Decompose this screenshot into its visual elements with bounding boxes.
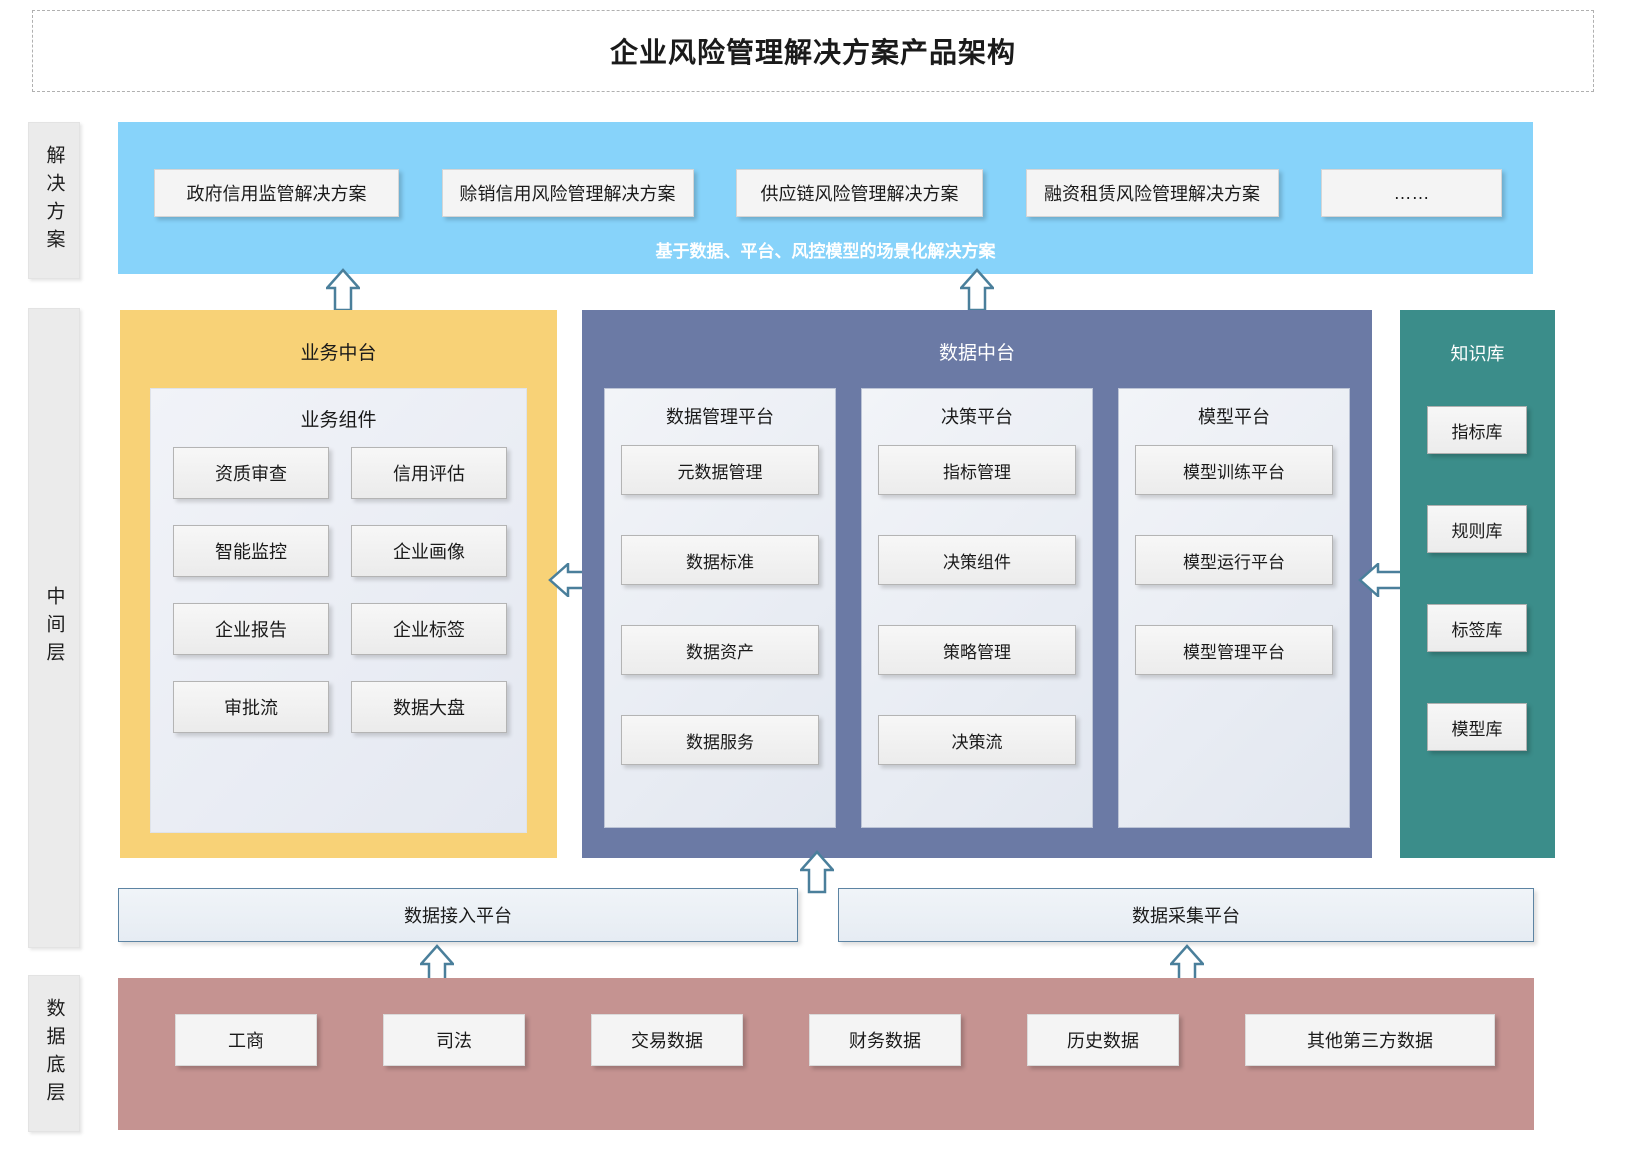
business-component[interactable]: 企业画像 — [351, 525, 507, 577]
data-source-card[interactable]: 交易数据 — [591, 1014, 743, 1066]
page-title: 企业风险管理解决方案产品架构 — [609, 37, 1016, 68]
data-center-panel: 数据中台 数据管理平台 元数据管理 数据标准 数据资产 数据服务 决策平台 指标… — [582, 310, 1372, 858]
arrow-up-platforms-to-data-center — [800, 850, 834, 894]
layer-label-solution-text: 解决方案 — [43, 144, 65, 257]
data-center-title: 数据中台 — [938, 343, 1015, 364]
platform-item[interactable]: 指标管理 — [878, 445, 1076, 495]
platform-item[interactable]: 决策组件 — [878, 535, 1076, 585]
data-source-card[interactable]: 其他第三方数据 — [1245, 1014, 1495, 1066]
business-component[interactable]: 数据大盘 — [351, 681, 507, 733]
knowledge-base-item[interactable]: 规则库 — [1427, 505, 1527, 553]
data-source-card[interactable]: 历史数据 — [1027, 1014, 1179, 1066]
data-access-platform-bar[interactable]: 数据接入平台 — [118, 888, 798, 942]
layer-label-middle: 中间层 — [28, 308, 80, 948]
business-component[interactable]: 资质审查 — [173, 447, 329, 499]
layer-label-solution: 解决方案 — [28, 122, 80, 279]
platform-item[interactable]: 策略管理 — [878, 625, 1076, 675]
solution-card[interactable]: 政府信用监管解决方案 — [154, 169, 399, 217]
business-components-grid: 资质审查 信用评估 智能监控 企业画像 企业报告 企业标签 审批流 数据大盘 — [173, 447, 507, 733]
knowledge-base-item[interactable]: 标签库 — [1427, 604, 1527, 652]
business-component[interactable]: 智能监控 — [173, 525, 329, 577]
solution-card-more[interactable]: …… — [1321, 169, 1502, 217]
platform-item[interactable]: 元数据管理 — [621, 445, 819, 495]
data-source-card[interactable]: 工商 — [175, 1014, 317, 1066]
data-management-platform-title: 数据管理平台 — [666, 407, 774, 427]
platform-item[interactable]: 决策流 — [878, 715, 1076, 765]
platform-item[interactable]: 模型训练平台 — [1135, 445, 1333, 495]
knowledge-base-title: 知识库 — [1450, 344, 1505, 364]
layer-label-bottom-text: 数据底层 — [43, 997, 65, 1110]
platform-item[interactable]: 模型管理平台 — [1135, 625, 1333, 675]
business-component[interactable]: 审批流 — [173, 681, 329, 733]
knowledge-base-panel: 知识库 指标库 规则库 标签库 模型库 — [1400, 310, 1555, 858]
decision-platform-title: 决策平台 — [941, 407, 1013, 427]
knowledge-base-item[interactable]: 指标库 — [1427, 406, 1527, 454]
solution-caption: 基于数据、平台、风控模型的场景化解决方案 — [655, 242, 996, 261]
business-component[interactable]: 企业报告 — [173, 603, 329, 655]
decision-platform: 决策平台 指标管理 决策组件 策略管理 决策流 — [861, 388, 1093, 828]
arrow-left-knowledge-to-data — [1358, 563, 1404, 597]
platform-item[interactable]: 数据服务 — [621, 715, 819, 765]
arrow-up-data-to-solution — [960, 268, 994, 312]
business-component[interactable]: 信用评估 — [351, 447, 507, 499]
business-component[interactable]: 企业标签 — [351, 603, 507, 655]
business-center-title: 业务中台 — [300, 343, 377, 364]
data-management-platform: 数据管理平台 元数据管理 数据标准 数据资产 数据服务 — [604, 388, 836, 828]
data-collection-platform-bar[interactable]: 数据采集平台 — [838, 888, 1534, 942]
data-source-list: 工商 司法 交易数据 财务数据 历史数据 其他第三方数据 — [175, 1014, 1495, 1066]
layer-label-middle-text: 中间层 — [43, 586, 65, 670]
data-source-card[interactable]: 司法 — [383, 1014, 525, 1066]
platform-item[interactable]: 数据资产 — [621, 625, 819, 675]
data-center-columns: 数据管理平台 元数据管理 数据标准 数据资产 数据服务 决策平台 指标管理 决策… — [604, 388, 1350, 828]
data-source-layer-band: 工商 司法 交易数据 财务数据 历史数据 其他第三方数据 — [118, 978, 1534, 1130]
solution-card-list: 政府信用监管解决方案 赊销信用风险管理解决方案 供应链风险管理解决方案 融资租赁… — [154, 169, 1502, 217]
business-components-panel: 业务组件 资质审查 信用评估 智能监控 企业画像 企业报告 企业标签 审批流 数… — [150, 388, 527, 833]
model-platform: 模型平台 模型训练平台 模型运行平台 模型管理平台 — [1118, 388, 1350, 828]
platform-item[interactable]: 模型运行平台 — [1135, 535, 1333, 585]
platform-item[interactable]: 数据标准 — [621, 535, 819, 585]
diagram-title-box: 企业风险管理解决方案产品架构 — [32, 10, 1594, 92]
data-source-card[interactable]: 财务数据 — [809, 1014, 961, 1066]
knowledge-base-list: 指标库 规则库 标签库 模型库 — [1427, 406, 1527, 751]
solution-layer-band: 政府信用监管解决方案 赊销信用风险管理解决方案 供应链风险管理解决方案 融资租赁… — [118, 122, 1533, 274]
business-center-panel: 业务中台 业务组件 资质审查 信用评估 智能监控 企业画像 企业报告 企业标签 … — [120, 310, 557, 858]
arrow-up-business-to-solution — [326, 268, 360, 312]
layer-label-bottom: 数据底层 — [28, 975, 80, 1132]
model-platform-title: 模型平台 — [1198, 407, 1270, 427]
business-components-title: 业务组件 — [300, 410, 377, 431]
solution-card[interactable]: 供应链风险管理解决方案 — [736, 169, 983, 217]
solution-card[interactable]: 赊销信用风险管理解决方案 — [441, 169, 694, 217]
solution-card[interactable]: 融资租赁风险管理解决方案 — [1025, 169, 1279, 217]
knowledge-base-item[interactable]: 模型库 — [1427, 703, 1527, 751]
